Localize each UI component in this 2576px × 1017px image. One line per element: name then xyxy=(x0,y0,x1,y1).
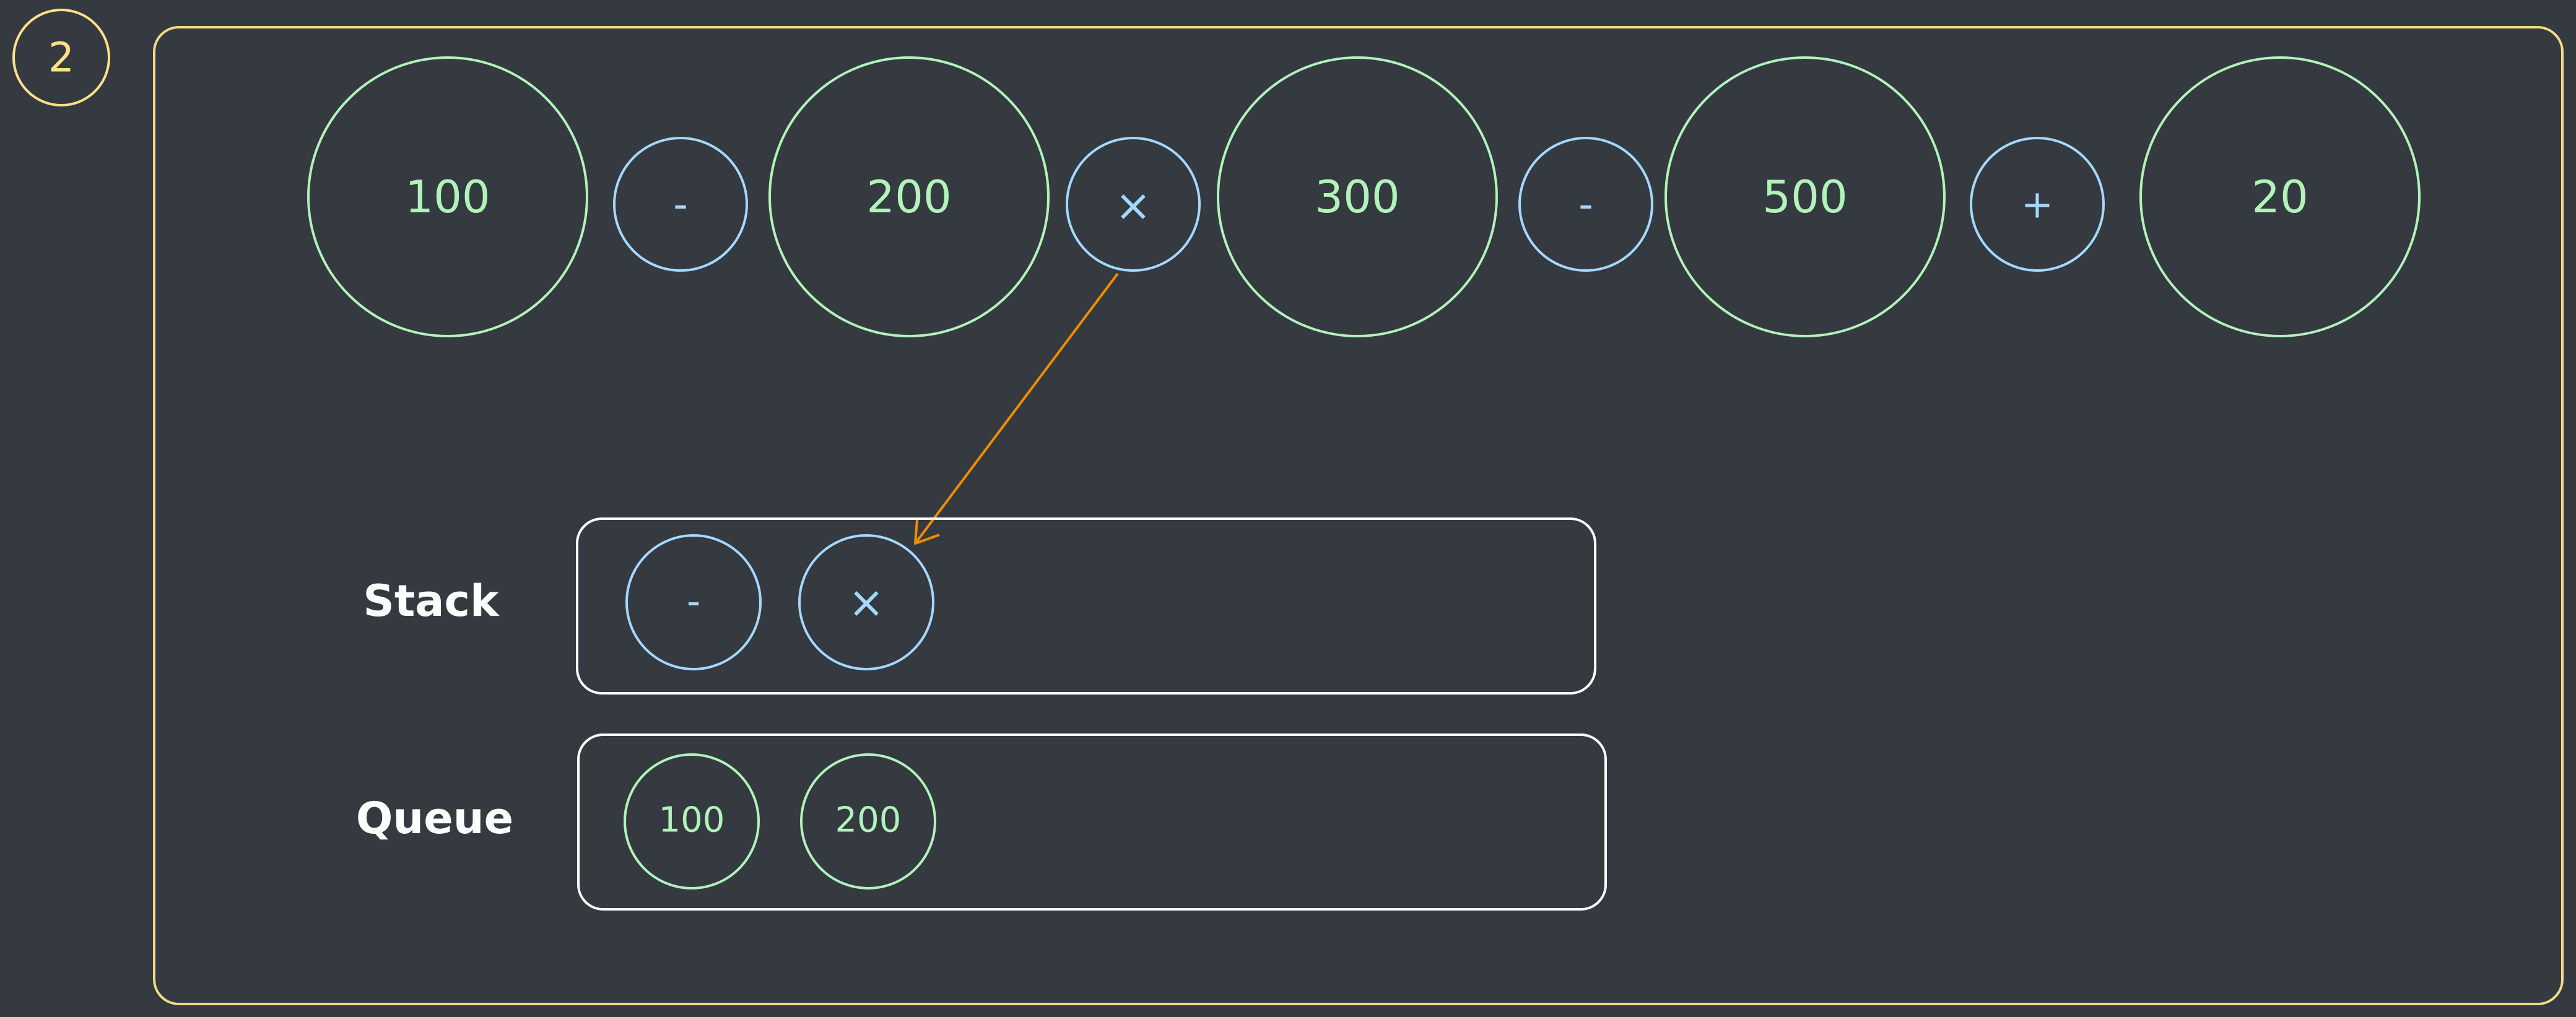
operand-node xyxy=(800,753,936,889)
operand-label: 300 xyxy=(1315,171,1399,223)
expression-token: 500 xyxy=(1664,56,1946,337)
expression-token: 20 xyxy=(2139,56,2421,337)
queue-section: Queue 100 200 xyxy=(356,734,1607,911)
arrow-shaft xyxy=(914,272,1119,545)
operator-node xyxy=(1970,137,2105,272)
operand-label: 100 xyxy=(659,800,725,841)
operator-node xyxy=(613,137,748,272)
expression-token: - xyxy=(613,137,748,272)
operand-node xyxy=(307,56,588,337)
outer-frame xyxy=(153,26,2564,1005)
queue-container xyxy=(577,734,1607,911)
expression-row: 100 - 200 × 300 - 500 + xyxy=(307,56,2421,337)
arrow-head xyxy=(914,519,940,545)
operator-node xyxy=(798,534,934,670)
operator-label: - xyxy=(687,579,700,624)
operand-node xyxy=(624,753,760,889)
push-arrow xyxy=(914,272,1119,545)
operator-label: × xyxy=(848,577,885,628)
stack-container xyxy=(576,517,1596,695)
expression-token: + xyxy=(1970,137,2105,272)
operand-node xyxy=(2139,56,2421,337)
queue-item: 200 xyxy=(800,753,936,889)
operator-label: × xyxy=(1115,180,1152,231)
operand-label: 20 xyxy=(2252,171,2308,223)
stack-label: Stack xyxy=(363,576,500,626)
step-badge-circle xyxy=(12,9,110,106)
expression-token-active: × xyxy=(1066,137,1201,272)
operand-label: 200 xyxy=(866,171,951,223)
stack-section: Stack - × xyxy=(363,517,1596,695)
operand-label: 200 xyxy=(835,800,902,841)
operand-label: 500 xyxy=(1762,171,1847,223)
operator-label: - xyxy=(673,181,688,228)
stack-item: × xyxy=(798,534,934,670)
operand-node xyxy=(1217,56,1498,337)
operator-label: + xyxy=(2021,182,2053,227)
operator-node xyxy=(625,534,762,670)
stack-item: - xyxy=(625,534,762,670)
expression-token: 200 xyxy=(768,56,1050,337)
operator-node xyxy=(1066,137,1201,272)
operand-label: 100 xyxy=(405,171,490,223)
expression-token: 100 xyxy=(307,56,588,337)
operator-label: - xyxy=(1578,181,1593,228)
step-badge: 2 xyxy=(12,9,110,106)
step-badge-label: 2 xyxy=(48,34,74,82)
queue-label: Queue xyxy=(356,793,513,844)
queue-item: 100 xyxy=(624,753,760,889)
operand-node xyxy=(1664,56,1946,337)
operand-node xyxy=(768,56,1050,337)
operator-node xyxy=(1518,137,1653,272)
expression-token: 300 xyxy=(1217,56,1498,337)
expression-token: - xyxy=(1518,137,1653,272)
